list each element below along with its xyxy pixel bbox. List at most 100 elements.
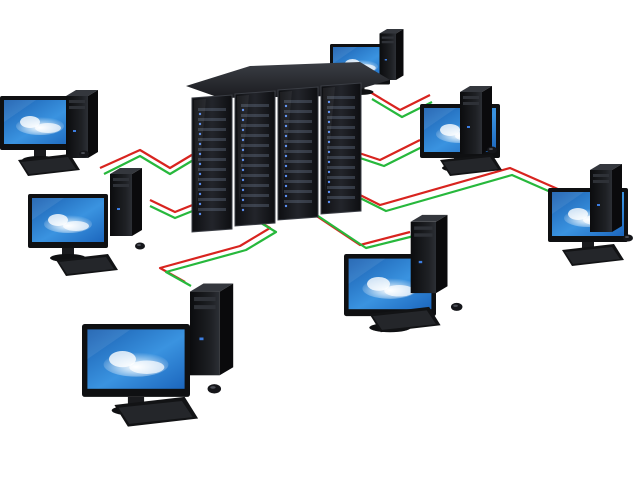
rack-led xyxy=(284,204,288,208)
rack-vent xyxy=(241,124,269,127)
rack-vent xyxy=(241,184,269,187)
mouse xyxy=(623,234,633,242)
rack-vent xyxy=(284,160,312,163)
rack-led xyxy=(327,200,331,204)
rack-led xyxy=(198,142,202,146)
rack-vent xyxy=(284,190,312,193)
rack-vent xyxy=(198,148,226,151)
rack-reflection xyxy=(237,95,249,206)
rack-vent xyxy=(327,126,355,129)
rack-vent xyxy=(198,198,226,201)
rack-led xyxy=(284,194,288,198)
rack-led xyxy=(198,132,202,136)
rack-vent xyxy=(327,196,355,199)
cable-green xyxy=(103,154,201,176)
rack-vent xyxy=(327,176,355,179)
rack-cabinet xyxy=(191,94,233,233)
rack-led xyxy=(241,128,245,132)
rack-led xyxy=(241,148,245,152)
rack-vent xyxy=(327,106,355,109)
rack-vent xyxy=(198,208,226,211)
rack-reflection xyxy=(194,99,206,212)
server-rack xyxy=(186,62,390,233)
rack-vent xyxy=(241,194,269,197)
rack-led xyxy=(198,162,202,166)
tower xyxy=(410,214,448,294)
tower xyxy=(590,164,622,232)
rack-vent xyxy=(241,104,269,107)
rack-led xyxy=(198,152,202,156)
rack-led xyxy=(198,172,202,176)
cable-red xyxy=(369,91,431,112)
cable-red xyxy=(99,148,201,170)
rack-vent xyxy=(284,130,312,133)
tower xyxy=(66,90,98,158)
rack-vent xyxy=(327,186,355,189)
tower xyxy=(379,29,404,80)
mouse xyxy=(207,384,222,394)
rack-led xyxy=(327,160,331,164)
rack-led xyxy=(284,164,288,168)
rack-led xyxy=(327,100,331,104)
tower xyxy=(460,86,492,154)
rack-vent xyxy=(327,156,355,159)
cable-green xyxy=(305,207,415,250)
rack-led xyxy=(284,144,288,148)
rack-vent xyxy=(284,180,312,183)
rack-led xyxy=(241,188,245,192)
rack-vent xyxy=(284,100,312,103)
rack-led xyxy=(198,202,202,206)
rack-vent xyxy=(198,128,226,131)
rack-led xyxy=(284,134,288,138)
rack-cabinet xyxy=(320,82,362,215)
rack-vent xyxy=(241,144,269,147)
rack-vent xyxy=(327,166,355,169)
rack-vent xyxy=(284,200,312,203)
mouse xyxy=(79,150,89,158)
cable-green xyxy=(353,145,425,168)
rack-vent xyxy=(241,204,269,207)
rack-vent xyxy=(241,114,269,117)
rack-led xyxy=(327,130,331,134)
rack-led xyxy=(198,112,202,116)
rack-vent xyxy=(327,136,355,139)
cable-green xyxy=(355,173,563,213)
rack-reflection xyxy=(323,87,335,194)
rack-led xyxy=(284,104,288,108)
mouse xyxy=(450,302,463,311)
rack-vent xyxy=(327,146,355,149)
rack-led xyxy=(327,190,331,194)
rack-led xyxy=(284,154,288,158)
cable-green xyxy=(164,213,278,287)
rack-vent xyxy=(241,134,269,137)
rack-vent xyxy=(198,118,226,121)
rack-led xyxy=(241,168,245,172)
rack-vent xyxy=(284,170,312,173)
tower xyxy=(190,283,234,376)
rack-led xyxy=(241,138,245,142)
rack-led xyxy=(284,114,288,118)
rack-cabinet xyxy=(234,90,276,227)
rack-led xyxy=(198,192,202,196)
cable-red xyxy=(349,166,561,207)
mouse xyxy=(135,242,145,250)
rack-cabinet xyxy=(277,86,319,221)
rack-led xyxy=(198,182,202,186)
rack-led xyxy=(241,118,245,122)
rack-led xyxy=(327,140,331,144)
rack-led xyxy=(241,198,245,202)
rack-led xyxy=(241,208,245,212)
rack-vent xyxy=(284,120,312,123)
rack-vent xyxy=(241,164,269,167)
rack-led xyxy=(284,124,288,128)
rack-vent xyxy=(198,138,226,141)
rack-led xyxy=(241,108,245,112)
rack-vent xyxy=(198,108,226,111)
rack-led xyxy=(327,170,331,174)
rack-vent xyxy=(284,150,312,153)
rack-led xyxy=(284,184,288,188)
mouse xyxy=(487,146,497,154)
rack-vent xyxy=(327,116,355,119)
rack-vent xyxy=(241,174,269,177)
